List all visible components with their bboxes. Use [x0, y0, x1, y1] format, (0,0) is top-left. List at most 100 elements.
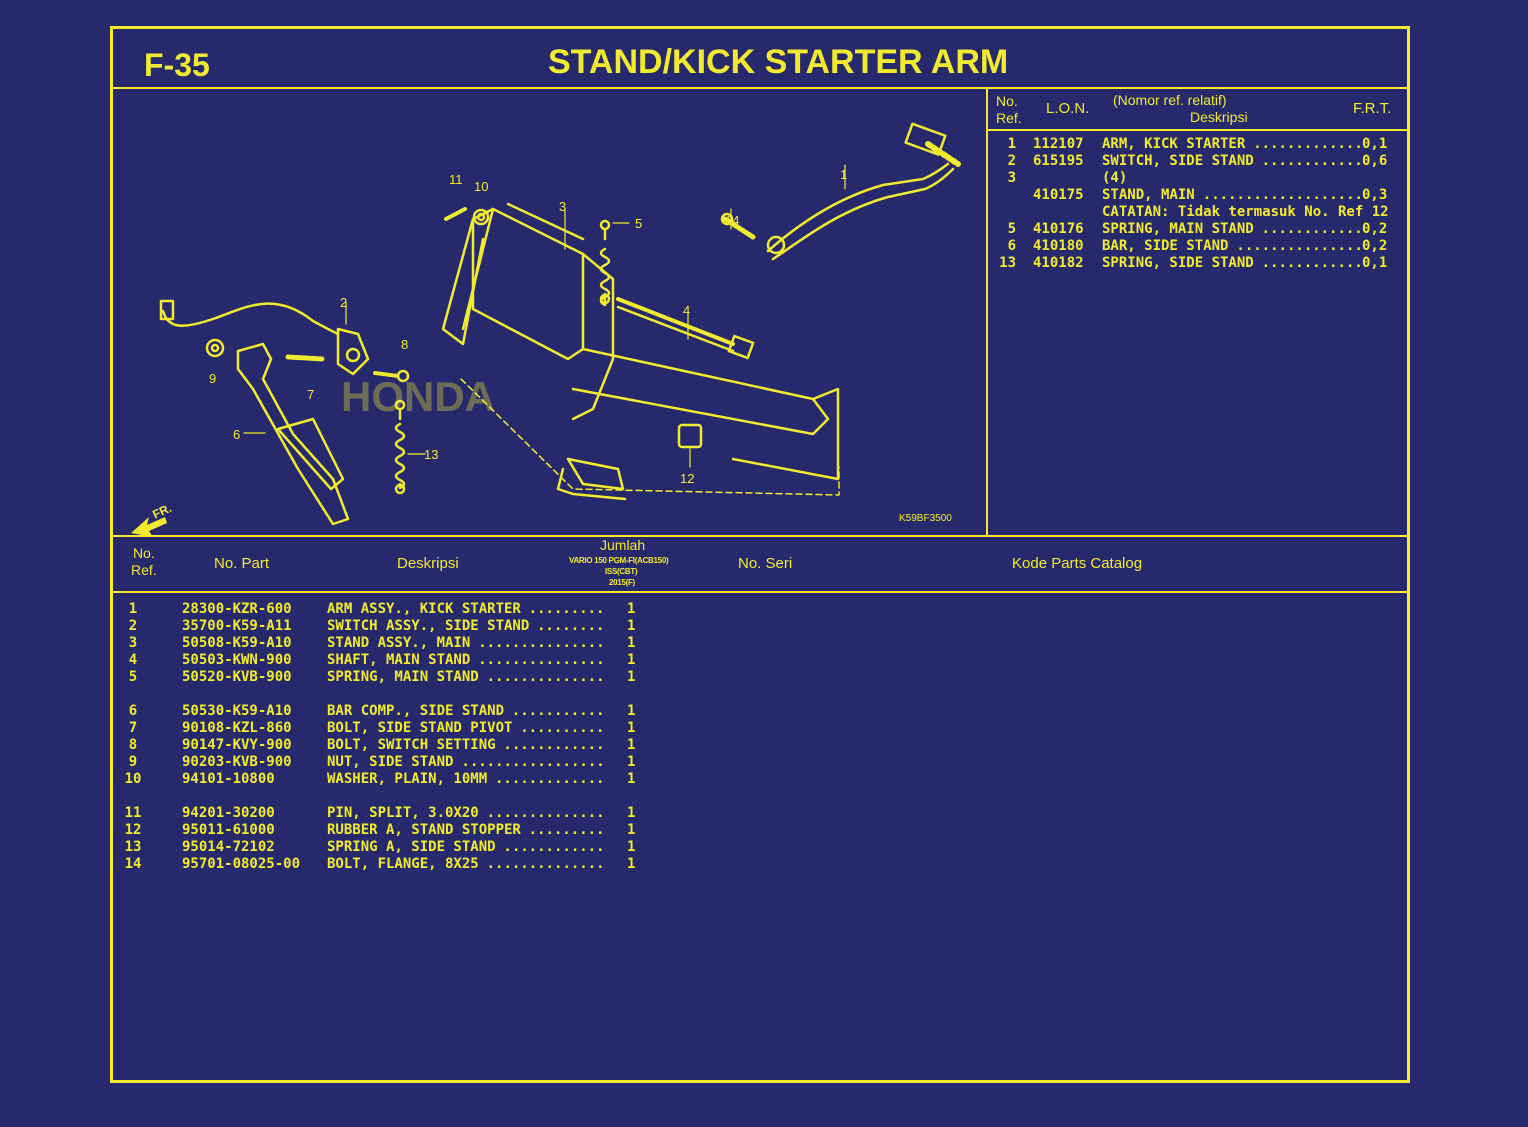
part-number: 95014-72102 [182, 839, 275, 855]
part-description: PIN, SPLIT, 3.0X20 [327, 805, 479, 821]
callout-13: 13 [424, 447, 438, 462]
frt-lon: 112107 [1033, 136, 1084, 152]
part-description: ARM ASSY., KICK STARTER [327, 601, 521, 617]
parts-header-catalog: Kode Parts Catalog [1012, 555, 1143, 572]
part-number: 28300-KZR-600 [182, 601, 292, 617]
part-number: 50508-K59-A10 [182, 635, 292, 651]
callout-8: 8 [401, 337, 408, 352]
part-number: 50530-K59-A10 [182, 703, 292, 719]
dot-leader: ............ [503, 737, 605, 753]
dot-leader: ............... [478, 652, 605, 668]
frt-ref: 6 [1007, 238, 1016, 254]
part-ref: 4 [128, 652, 138, 668]
dot-leader: ............. [495, 771, 605, 787]
frt-value: 0,1 [1362, 255, 1388, 271]
dot-leader: ........ [537, 618, 605, 634]
dot-leader: ............ [503, 839, 605, 855]
frt-lon: 410175 [1033, 187, 1084, 203]
callout-6: 6 [233, 427, 240, 442]
part-description: SWITCH ASSY., SIDE STAND [327, 618, 530, 634]
callout-7: 7 [307, 387, 314, 402]
part-quantity: 1 [627, 703, 636, 719]
dot-leader: ................. [461, 754, 605, 770]
part-ref: 7 [128, 720, 138, 736]
diagram-code: K59BF3500 [899, 513, 952, 524]
part-description: RUBBER A, STAND STOPPER [327, 822, 521, 838]
frt-table-row: CATATAN: Tidak termasuk No. Ref 12 [113, 204, 1407, 221]
part-ref: 13 [124, 839, 142, 855]
part-quantity: 1 [627, 856, 636, 872]
frt-ref: 13 [999, 255, 1016, 271]
frt-lon: 410176 [1033, 221, 1084, 237]
dot-leader: .......... [520, 720, 605, 736]
frt-desc: SPRING, MAIN STAND [1102, 221, 1254, 237]
part-ref: 11 [124, 805, 142, 821]
part-number: 90147-KVY-900 [182, 737, 292, 753]
part-description: SPRING A, SIDE STAND [327, 839, 496, 855]
dot-leader: ............ [1261, 221, 1363, 237]
frt-ref: 1 [1007, 136, 1016, 152]
divider [986, 87, 988, 535]
callout-9: 9 [209, 371, 216, 386]
frt-value: 0,2 [1362, 238, 1388, 254]
frt-desc: SWITCH, SIDE STAND [1102, 153, 1254, 169]
divider [113, 535, 1407, 537]
part-number: 90203-KVB-900 [182, 754, 292, 770]
part-number: 50520-KVB-900 [182, 669, 292, 685]
frt-header-desc-top: (Nomor ref. relatif) [1113, 92, 1227, 108]
part-number: 50503-KWN-900 [182, 652, 292, 668]
front-arrow-label: FR. [150, 501, 173, 522]
frt-desc: STAND, MAIN [1102, 187, 1195, 203]
part-ref: 2 [128, 618, 138, 634]
frt-value: 0,6 [1362, 153, 1388, 169]
page-title: STAND/KICK STARTER ARM [548, 43, 1009, 81]
part-quantity: 1 [627, 720, 636, 736]
part-ref: 9 [128, 754, 138, 770]
dot-leader: ................... [1202, 187, 1363, 203]
dot-leader: .............. [486, 856, 605, 872]
frt-desc: (4) [1102, 170, 1128, 186]
frt-desc: BAR, SIDE STAND [1102, 238, 1229, 254]
part-ref: 3 [128, 635, 138, 651]
part-description: STAND ASSY., MAIN [327, 635, 471, 651]
frt-lon: 615195 [1033, 153, 1084, 169]
frt-table-row: 3(4) [113, 170, 1407, 187]
honda-watermark: HONDA [341, 373, 495, 420]
parts-header-qty-model: 2015(F) [609, 578, 635, 587]
frt-lon: 410182 [1033, 255, 1084, 271]
dot-leader: ............... [1236, 238, 1363, 254]
parts-header-part: No. Part [214, 555, 270, 572]
part-quantity: 1 [627, 737, 636, 753]
dot-leader: ............ [1261, 153, 1363, 169]
part-quantity: 1 [627, 771, 636, 787]
callout-4: 4 [683, 303, 690, 318]
part-quantity: 1 [627, 839, 636, 855]
frt-desc: ARM, KICK STARTER [1102, 136, 1246, 152]
parts-header-ref: No. Ref. [131, 545, 157, 578]
part-number: 95011-61000 [182, 822, 275, 838]
part-number: 94101-10800 [182, 771, 275, 787]
part-number: 95701-08025-00 [182, 856, 301, 872]
callout-14: 14 [725, 213, 739, 228]
frt-header-desc: Deskripsi [1190, 109, 1248, 125]
dot-leader: ............ [1261, 255, 1363, 271]
part-description: BOLT, SIDE STAND PIVOT [327, 720, 513, 736]
frt-value: 0,1 [1362, 136, 1388, 152]
callout-5: 5 [635, 216, 642, 231]
part-ref: 8 [128, 737, 138, 753]
parts-table-row: 13 95014-72102 SPRING A, SIDE STAND 1......… [113, 839, 1013, 856]
part-quantity: 1 [627, 618, 636, 634]
page-code: F-35 [144, 47, 210, 83]
dot-leader: ............... [478, 635, 605, 651]
